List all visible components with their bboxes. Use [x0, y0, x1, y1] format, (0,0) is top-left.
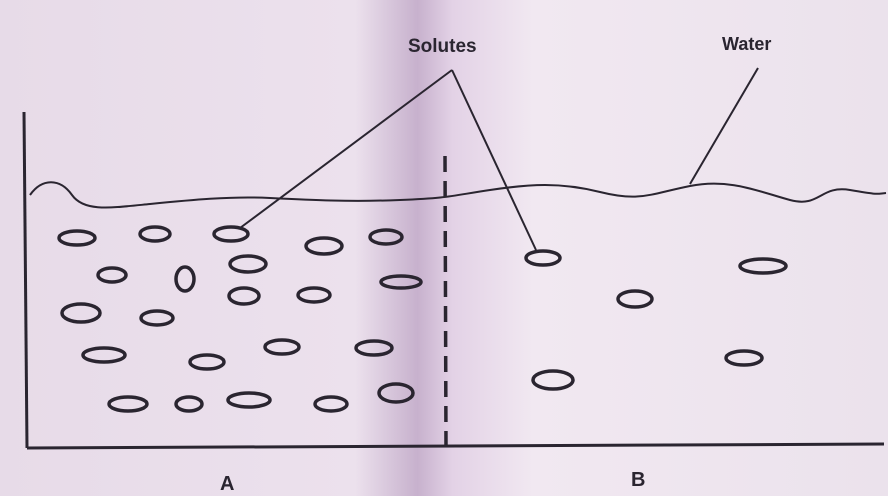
- solute-particle: [263, 338, 301, 356]
- side-b-label: B: [631, 469, 645, 491]
- container-left-wall: [22, 111, 29, 449]
- solute-particle: [368, 228, 404, 246]
- pointer-lines: [239, 67, 759, 251]
- solute-particle: [354, 339, 394, 357]
- solutes-side-a: [57, 225, 423, 413]
- solute-particle: [212, 225, 250, 243]
- solute-particle: [524, 249, 562, 267]
- solute-particle: [313, 395, 349, 413]
- solutes-pointer-b: [451, 69, 537, 251]
- solute-particle: [228, 254, 268, 274]
- solute-particle: [174, 395, 204, 413]
- solute-particle: [724, 349, 764, 367]
- solute-particle: [304, 236, 344, 256]
- solute-particle: [107, 395, 149, 413]
- solute-particle: [174, 265, 196, 293]
- water-surface-line: [29, 181, 887, 209]
- solute-particle: [296, 286, 332, 304]
- solute-particle: [139, 309, 175, 327]
- container: [22, 111, 885, 450]
- solute-particle: [227, 286, 261, 306]
- solute-particle: [226, 391, 272, 409]
- solute-particle: [96, 266, 128, 284]
- solute-particle: [60, 302, 102, 324]
- solute-particle: [738, 257, 788, 275]
- solute-particle: [531, 369, 575, 391]
- solute-particle: [188, 353, 226, 371]
- water-pointer: [689, 67, 759, 185]
- solute-particle: [616, 289, 654, 309]
- solutes-label: Solutes: [408, 36, 477, 57]
- water-label: Water: [722, 34, 771, 54]
- side-a-label: A: [220, 473, 234, 495]
- solute-particle: [379, 274, 423, 290]
- solute-particle: [57, 229, 97, 247]
- solutes-pointer-a: [239, 69, 453, 229]
- solute-particle: [138, 225, 172, 243]
- solute-particle: [81, 346, 127, 364]
- solutes-side-b: [524, 249, 788, 391]
- solute-particle: [377, 382, 415, 404]
- container-bottom: [26, 442, 885, 450]
